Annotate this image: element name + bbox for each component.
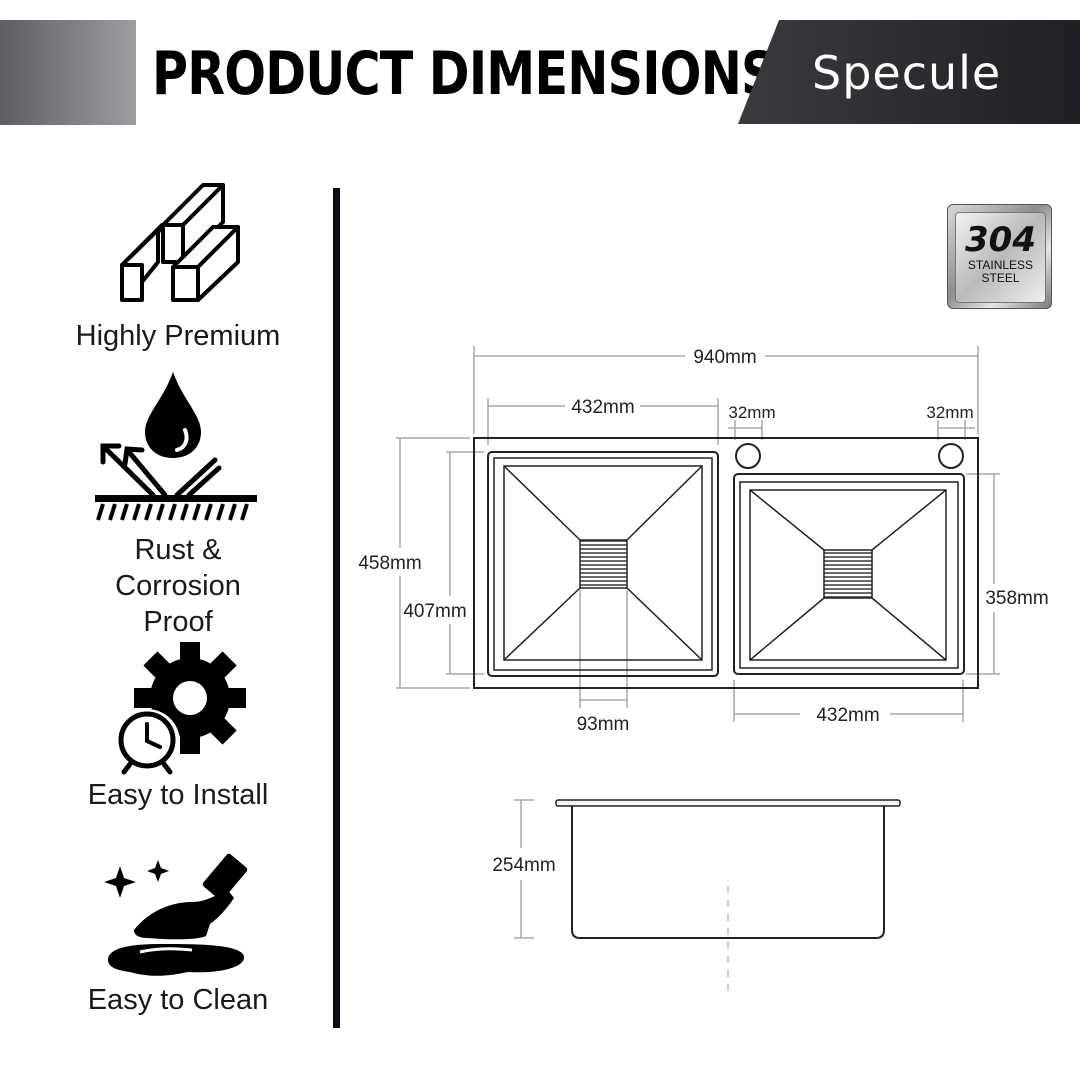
feature-label-rust-proof: Rust & Corrosion Proof — [115, 534, 241, 638]
sink-side-view — [555, 799, 901, 939]
feature-label-clean: Easy to Clean — [87, 984, 269, 1016]
feature-label-install: Easy to Install — [87, 779, 269, 811]
water-drop-shield-icon — [95, 372, 257, 521]
gear-clock-icon — [114, 642, 246, 775]
dim-overall-width: 940mm — [693, 347, 756, 368]
steel-bars-icon — [120, 183, 240, 302]
dim-drain-width: 93mm — [577, 714, 630, 735]
dim-bowl-height: 254mm — [492, 855, 555, 876]
dim-overall-depth: 458mm — [358, 553, 421, 574]
brand-banner — [738, 20, 1080, 124]
vertical-divider — [333, 188, 340, 1028]
hand-wipe-sparkle-icon — [104, 853, 248, 976]
dim-right-bowl-depth: 358mm — [985, 588, 1048, 609]
dimension-lines — [396, 346, 1000, 939]
sink-top-view — [473, 437, 979, 689]
dim-right-bowl-width: 432mm — [816, 705, 879, 726]
badge-number: 304 — [965, 220, 1036, 260]
dim-tap-hole-right: 32mm — [926, 403, 973, 422]
left-drain-grill — [579, 539, 628, 589]
dim-left-bowl-depth: 407mm — [403, 601, 466, 622]
stainless-steel-badge: 304 STAINLESS STEEL — [947, 204, 1052, 309]
dim-tap-hole-left: 32mm — [728, 403, 775, 422]
dim-left-bowl-width: 432mm — [571, 397, 634, 418]
page-title: PRODUCT DIMENSIONS — [152, 39, 776, 109]
badge-line2: STEEL — [981, 271, 1020, 285]
right-drain-grill — [823, 549, 873, 599]
feature-label-premium: Highly Premium — [75, 320, 281, 352]
brand-logo: Specule — [812, 46, 1002, 100]
badge-line1: STAINLESS — [967, 258, 1034, 272]
header-accent-bar — [0, 20, 136, 125]
